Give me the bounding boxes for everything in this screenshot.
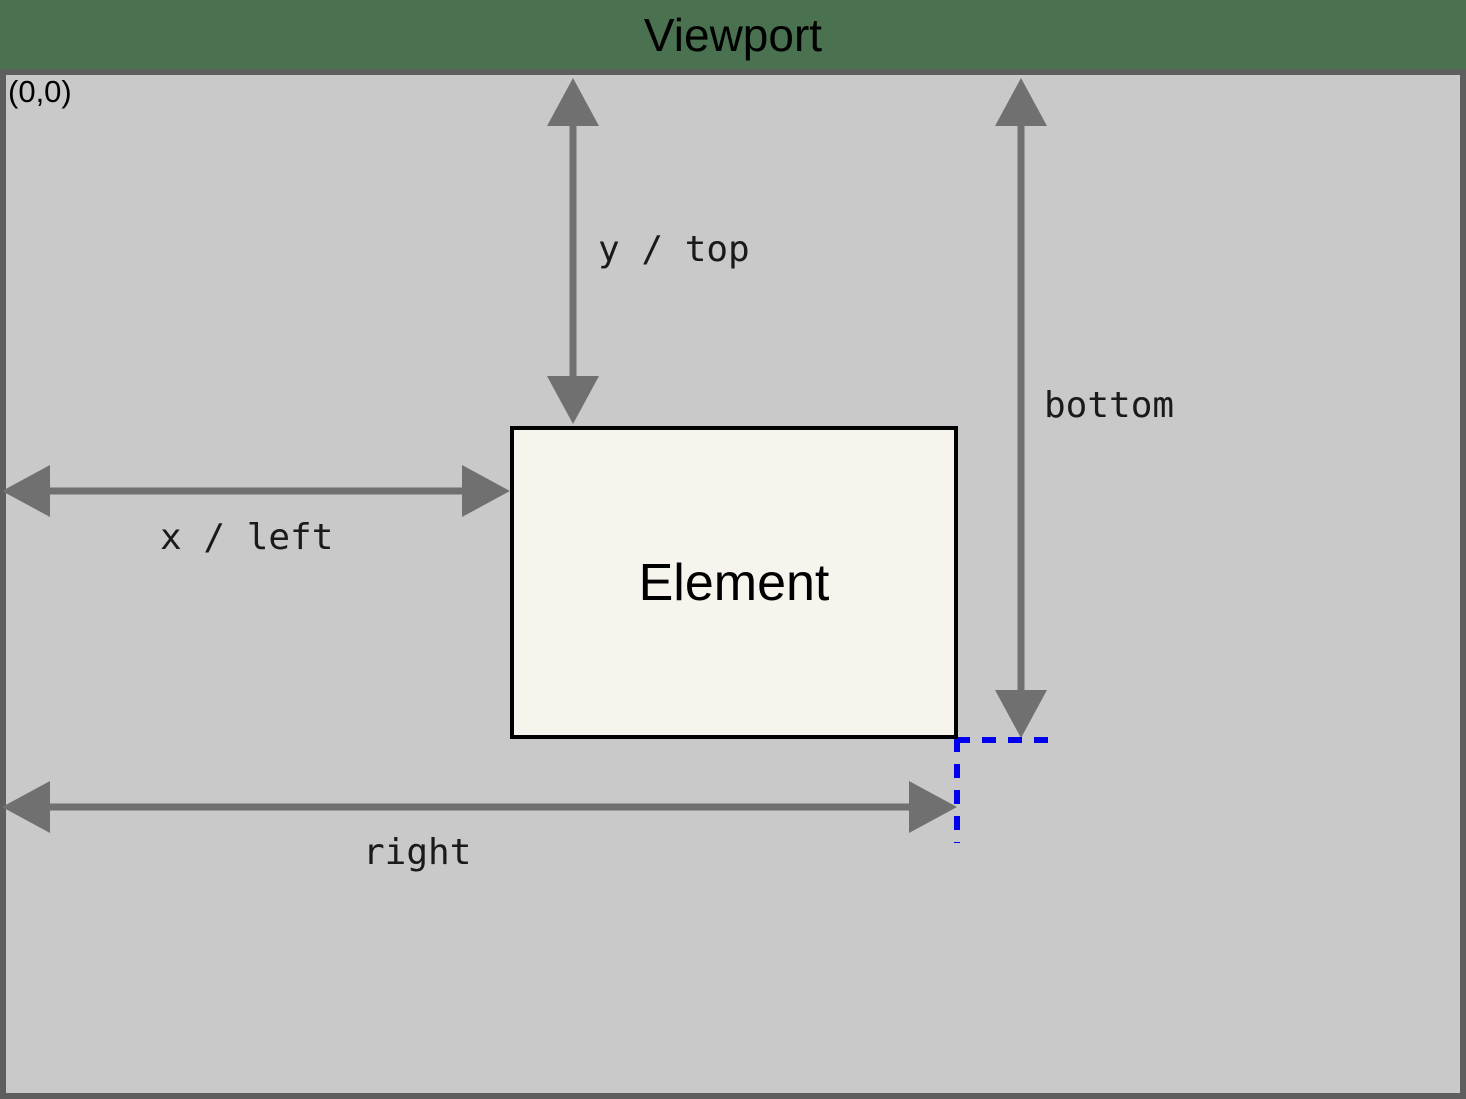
measurement-label-y-top: y / top — [598, 229, 750, 270]
measurement-label-bottom: bottom — [1044, 385, 1175, 426]
viewport-header-bar: Viewport — [0, 0, 1466, 69]
element-rectangle: Element — [510, 426, 958, 739]
measurement-label-right: right — [363, 832, 472, 873]
element-label: Element — [638, 553, 830, 612]
origin-coordinate-label: (0,0) — [8, 74, 72, 109]
page-title: Viewport — [643, 8, 823, 61]
measurement-label-x-left: x / left — [160, 517, 334, 558]
